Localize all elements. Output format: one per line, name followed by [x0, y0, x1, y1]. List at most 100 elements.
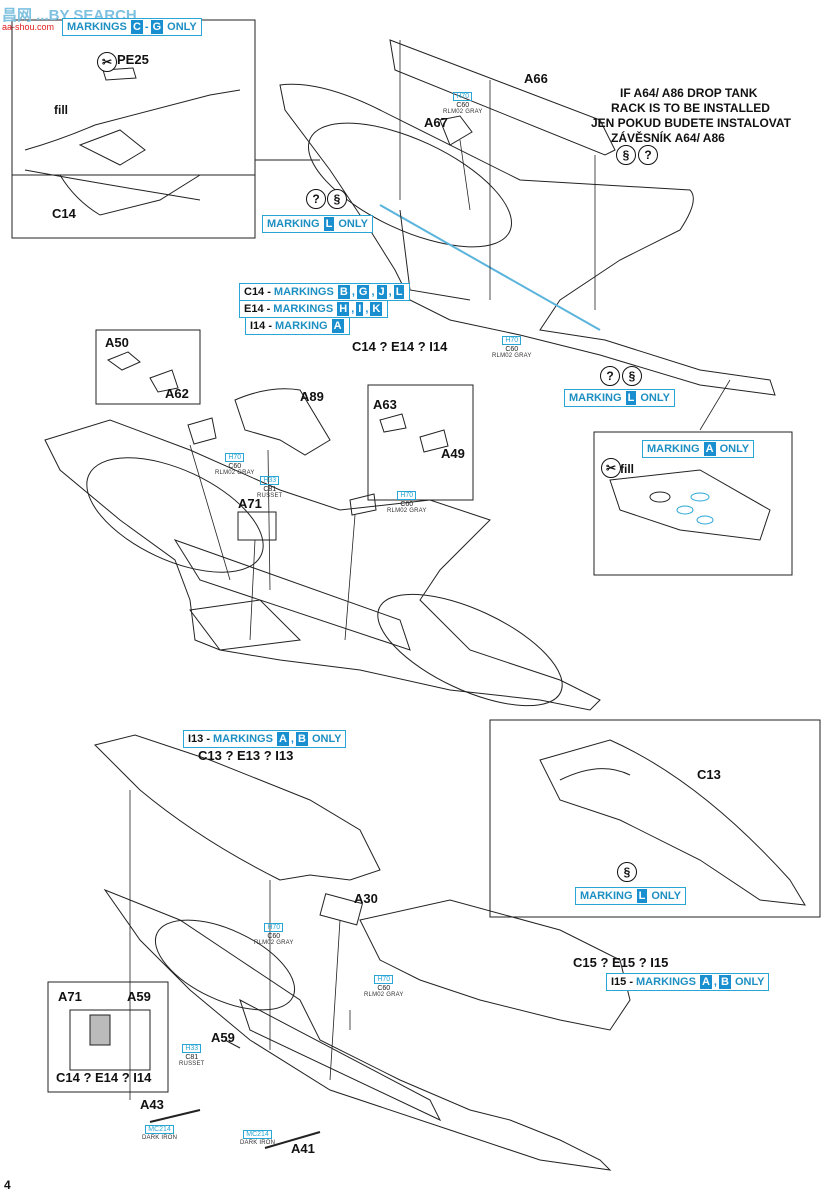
- marking-letter: G: [356, 285, 370, 299]
- watermark-url: aa-shou.com: [2, 22, 55, 32]
- badge-word: MARKINGS: [67, 21, 127, 33]
- label-a43: A43: [140, 1097, 164, 1112]
- paint-name: RLM02 GRAY: [492, 353, 532, 359]
- badge-post: ONLY: [338, 218, 368, 230]
- paint-name: RLM02 GRAY: [215, 470, 255, 476]
- label-a41: A41: [291, 1141, 315, 1156]
- paint-code-2: C60: [267, 933, 281, 940]
- marking-letter: K: [370, 302, 383, 316]
- badge-pre: I13 -: [188, 733, 211, 745]
- marking-letter: G: [150, 20, 164, 34]
- badge-word: MARKING: [569, 392, 622, 404]
- paint-code: MC214: [243, 1130, 272, 1139]
- badge-post: ONLY: [167, 21, 197, 33]
- label-a30: A30: [354, 891, 378, 906]
- marking-letter: B: [295, 732, 308, 746]
- paint-code-2: C60: [505, 346, 519, 353]
- marking-letter: A: [276, 732, 289, 746]
- drill-icon: §: [616, 145, 636, 165]
- badge-e14-markings: E14 -MARKINGS H,I,K: [239, 300, 389, 318]
- note-drop-tank-3: JEN POKUD BUDETE INSTALOVAT: [591, 116, 792, 130]
- badge-post: ONLY: [651, 890, 681, 902]
- note-drop-tank-2: RACK IS TO BE INSTALLED: [611, 101, 770, 115]
- marking-letter: L: [393, 285, 405, 299]
- label-c14-e14-i14-inset: C14 ? E14 ? I14: [56, 1070, 152, 1085]
- label-a59-inset: A59: [127, 989, 151, 1004]
- badge-word: MARKING: [580, 890, 633, 902]
- paint-code-2: C60: [400, 501, 414, 508]
- paint-name: DARK IRON: [142, 1135, 178, 1141]
- label-a50: A50: [105, 335, 129, 350]
- badge-pre: C14 -: [244, 286, 271, 298]
- paint-name: RUSSET: [179, 1061, 205, 1067]
- paint-name: RLM02 GRAY: [443, 109, 483, 115]
- paint-code: H70: [502, 336, 522, 345]
- paint-name: DARK IRON: [240, 1140, 276, 1146]
- drill-icon: §: [327, 189, 347, 209]
- paint-name: RLM02 GRAY: [387, 508, 427, 514]
- glue-icon: ✂: [601, 458, 621, 478]
- label-c13-e13-i13: C13 ? E13 ? I13: [198, 748, 294, 763]
- drill-icon: §: [622, 366, 642, 386]
- glue-icon: ✂: [97, 52, 117, 72]
- badge-word: MARKING: [267, 218, 320, 230]
- label-a63: A63: [373, 397, 397, 412]
- label-c15-e15-i15: C15 ? E15 ? I15: [573, 955, 669, 970]
- marking-letter: A: [699, 975, 712, 989]
- badge-word: MARKINGS: [273, 303, 334, 315]
- badge-post: ONLY: [311, 733, 342, 745]
- label-c14-e14-i14: C14 ? E14 ? I14: [352, 339, 448, 354]
- badge-pre: E14 -: [244, 303, 271, 315]
- paint-code: H70: [397, 491, 417, 500]
- marking-letter: I: [356, 302, 364, 316]
- badge-pre: I14 -: [250, 320, 273, 332]
- paint-name: RLM02 GRAY: [364, 992, 404, 998]
- paint-code-2: C60: [456, 102, 470, 109]
- badge-word: MARKING: [275, 320, 328, 332]
- optional-icon: ?: [306, 189, 326, 209]
- marking-letter: J: [376, 285, 387, 299]
- marking-letter: A: [331, 319, 344, 333]
- badge-i14-marking: I14 -MARKING A: [245, 317, 350, 335]
- label-pe25: PE25: [117, 52, 149, 67]
- paint-name: RUSSET: [257, 493, 283, 499]
- paint-code-2: C81: [185, 1054, 199, 1061]
- marking-letter: L: [323, 217, 335, 231]
- label-fill: fill: [54, 103, 68, 117]
- badge-c14-markings: C14 -MARKINGS B,G,J,L: [239, 283, 411, 301]
- marking-letter: C: [130, 20, 143, 34]
- paint-code-2: C60: [228, 463, 242, 470]
- marking-letter: B: [337, 285, 350, 299]
- label-c13: C13: [697, 767, 721, 782]
- drill-icon: §: [617, 862, 637, 882]
- label-a89: A89: [300, 389, 324, 404]
- badge-word: MARKING: [647, 443, 700, 455]
- label-a49: A49: [441, 446, 465, 461]
- page-number: 4: [4, 1178, 11, 1192]
- marking-letter: H: [337, 302, 350, 316]
- label-a71: A71: [238, 496, 262, 511]
- badge-pre: I15 -: [611, 976, 634, 988]
- paint-code-2: C81: [263, 486, 277, 493]
- label-a59: A59: [211, 1030, 235, 1045]
- marking-letter: L: [625, 391, 637, 405]
- marking-letter: A: [703, 442, 716, 456]
- paint-code: H70: [453, 92, 473, 101]
- paint-code: H70: [374, 975, 394, 984]
- badge-post: ONLY: [640, 392, 670, 404]
